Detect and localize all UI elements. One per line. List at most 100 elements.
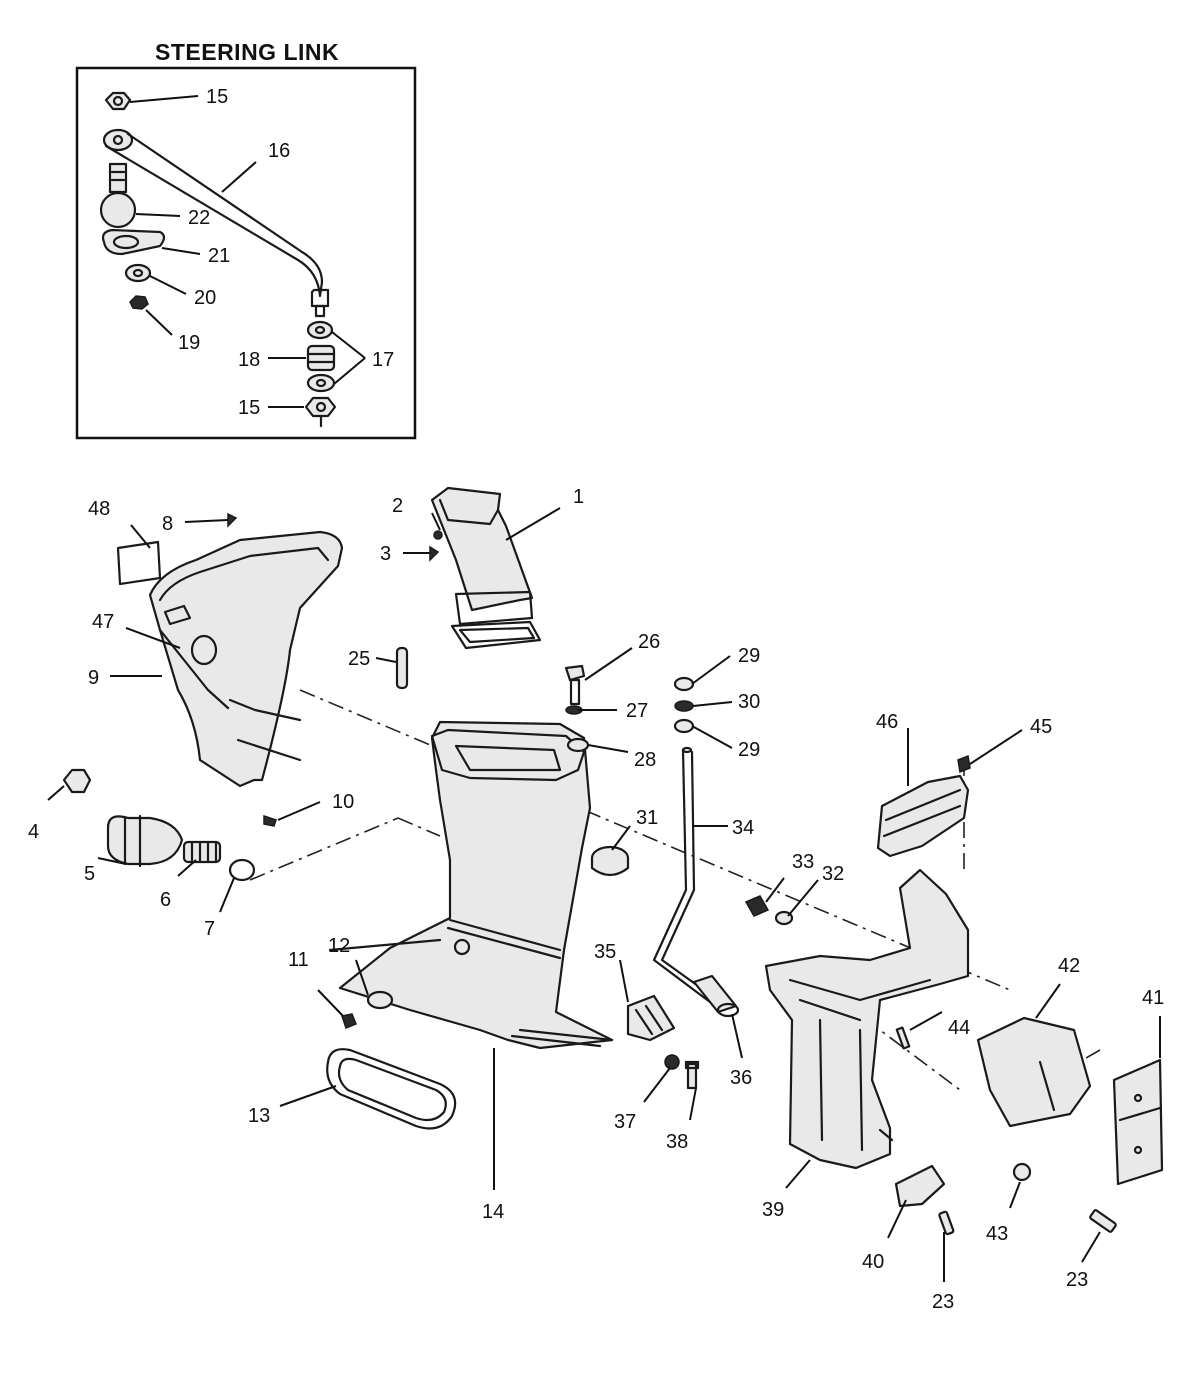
callout-39: 39 [762,1199,784,1221]
part-7-clip [228,858,256,882]
callout-23: 23 [1066,1269,1088,1291]
part-21-plate [101,228,166,256]
callout-40: 40 [862,1251,884,1273]
callout-14: 14 [482,1201,504,1223]
part-44-screw [895,1026,911,1050]
callout-5: 5 [84,863,95,885]
callout-21: 21 [208,245,230,267]
inset-title: STEERING LINK [155,39,339,65]
part-6-spring [182,840,222,864]
callout-34: 34 [732,817,754,839]
callout-48: 48 [88,498,110,520]
callout-1: 1 [573,486,584,508]
callout-15: 15 [238,397,260,419]
part-26-screw [564,664,586,706]
part-12-washer [366,990,394,1010]
part-36-coupler [692,974,740,1018]
part-29-washer-top [673,676,695,692]
callout-19: 19 [178,332,200,354]
part-34-shift-rod [652,746,714,1004]
part-33-bolt [744,895,770,917]
callout-27: 27 [626,700,648,722]
callout-25: 25 [348,648,370,670]
callout-28: 28 [634,749,656,771]
callout-16: 16 [268,140,290,162]
callout-15: 15 [206,86,228,108]
part-35-block [626,994,676,1042]
callout-12: 12 [328,935,350,957]
callout-29: 29 [738,739,760,761]
callout-29: 29 [738,645,760,667]
part-31-mount [590,845,630,877]
callout-9: 9 [88,667,99,689]
part-41-plate [1112,1058,1164,1186]
part-23-bolt-b [1089,1209,1117,1233]
callout-43: 43 [986,1223,1008,1245]
part-29-washer-bottom [673,718,695,734]
part-38-bolt [684,1060,700,1090]
steering-link-inset: STEERING LINK [75,39,417,440]
part-9-shaft-cover [148,530,344,788]
callout-17: 17 [372,349,394,371]
callout-33: 33 [792,851,814,873]
callout-42: 42 [1058,955,1080,977]
part-37-washer [664,1054,680,1070]
part-5-grommet [106,814,184,868]
inset-frame [75,66,417,440]
part-43-nut [1012,1162,1032,1182]
part-3-screw [403,545,440,562]
part-18-bushing [306,344,336,372]
callout-38: 38 [666,1131,688,1153]
callout-10: 10 [332,791,354,813]
callout-13: 13 [248,1105,270,1127]
callout-2: 2 [392,495,403,517]
callout-35: 35 [594,941,616,963]
callout-47: 47 [92,611,114,633]
part-8-rivet [184,512,238,528]
part-22-ball-stud [99,162,137,229]
part-40-block [894,1164,946,1208]
part-28-washer [566,737,590,753]
part-45-screw [957,754,971,774]
callout-11: 11 [288,949,309,971]
callout-26: 26 [638,631,660,653]
callout-20: 20 [194,287,216,309]
part-15-nut-top [104,91,132,111]
callout-6: 6 [160,889,171,911]
callout-22: 22 [188,207,210,229]
callout-32: 32 [822,863,844,885]
part-23-bolt-a [938,1210,955,1236]
part-46-cover [876,774,970,858]
callout-8: 8 [162,513,173,535]
part-20-washer [124,263,152,283]
part-25-dowel-pin [395,646,409,690]
part-16-steering-link [102,128,330,318]
main-exploded-view: 48 8 2 3 1 47 9 25 26 27 28 29 30 29 46 … [28,486,1164,1313]
callout-23: 23 [932,1291,954,1313]
callout-7: 7 [204,918,215,940]
part-10-screw [263,814,277,827]
callout-46: 46 [876,711,898,733]
callout-44: 44 [948,1017,970,1039]
callout-3: 3 [380,543,391,565]
part-42-plate [976,1016,1092,1128]
callout-37: 37 [614,1111,636,1133]
callout-31: 31 [636,807,658,829]
part-13-gasket [326,1048,457,1130]
part-2-screw [433,530,443,540]
part-39-housing [764,868,970,1170]
callout-36: 36 [730,1067,752,1089]
part-4-nut [62,768,92,794]
callout-41: 41 [1142,987,1164,1009]
part-15-nut-bottom [304,396,337,428]
callout-4: 4 [28,821,39,843]
part-30-washer [674,700,694,712]
part-11-screw [341,1013,357,1029]
part-1-exhaust-tube [430,486,542,650]
part-48-decal [116,540,162,586]
part-19-screw [129,295,149,310]
callout-45: 45 [1030,716,1052,738]
callout-18: 18 [238,349,260,371]
callout-30: 30 [738,691,760,713]
